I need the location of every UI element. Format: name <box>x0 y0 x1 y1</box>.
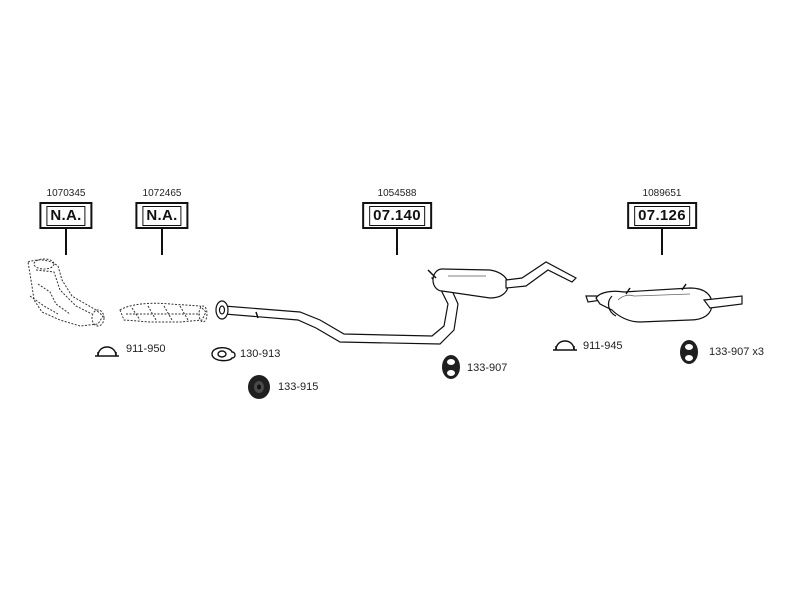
accessory-label-4[interactable]: 133-907 <box>467 362 508 374</box>
part-code-box-3[interactable]: 07.140 <box>362 202 432 229</box>
part-code-box-4[interactable]: 07.126 <box>627 202 697 229</box>
oem-number-2: 1072465 <box>142 188 182 199</box>
clamp-icon <box>553 340 577 351</box>
manifold-downpipe-part[interactable] <box>27 258 105 327</box>
oem-number-3: 1054588 <box>377 188 417 199</box>
part-code-3: 07.140 <box>369 206 425 226</box>
rear-silencer-part[interactable] <box>585 283 743 323</box>
front-pipe-part[interactable] <box>119 302 208 323</box>
rubber-hanger-icon <box>680 340 698 364</box>
accessory-label-1[interactable]: 911-950 <box>126 343 166 355</box>
gasket-ring-icon <box>211 347 236 362</box>
clamp-icon <box>95 346 119 357</box>
accessory-label-5[interactable]: 911-945 <box>583 340 623 352</box>
part-code-box-1[interactable]: N.A. <box>39 202 93 229</box>
rubber-mount-icon <box>248 375 270 399</box>
accessory-label-3[interactable]: 133-915 <box>278 381 319 393</box>
oem-number-1: 1070345 <box>46 188 86 199</box>
rubber-hanger-icon <box>442 355 460 379</box>
accessory-label-6[interactable]: 133-907 x3 <box>709 346 765 358</box>
accessory-label-2[interactable]: 130-913 <box>240 348 281 360</box>
oem-number-4: 1089651 <box>642 188 682 199</box>
middle-pipe-silencer-part[interactable] <box>215 261 577 345</box>
part-code-1: N.A. <box>46 206 86 226</box>
part-code-2: N.A. <box>142 206 182 226</box>
part-code-box-2[interactable]: N.A. <box>135 202 189 229</box>
part-code-4: 07.126 <box>634 206 690 226</box>
